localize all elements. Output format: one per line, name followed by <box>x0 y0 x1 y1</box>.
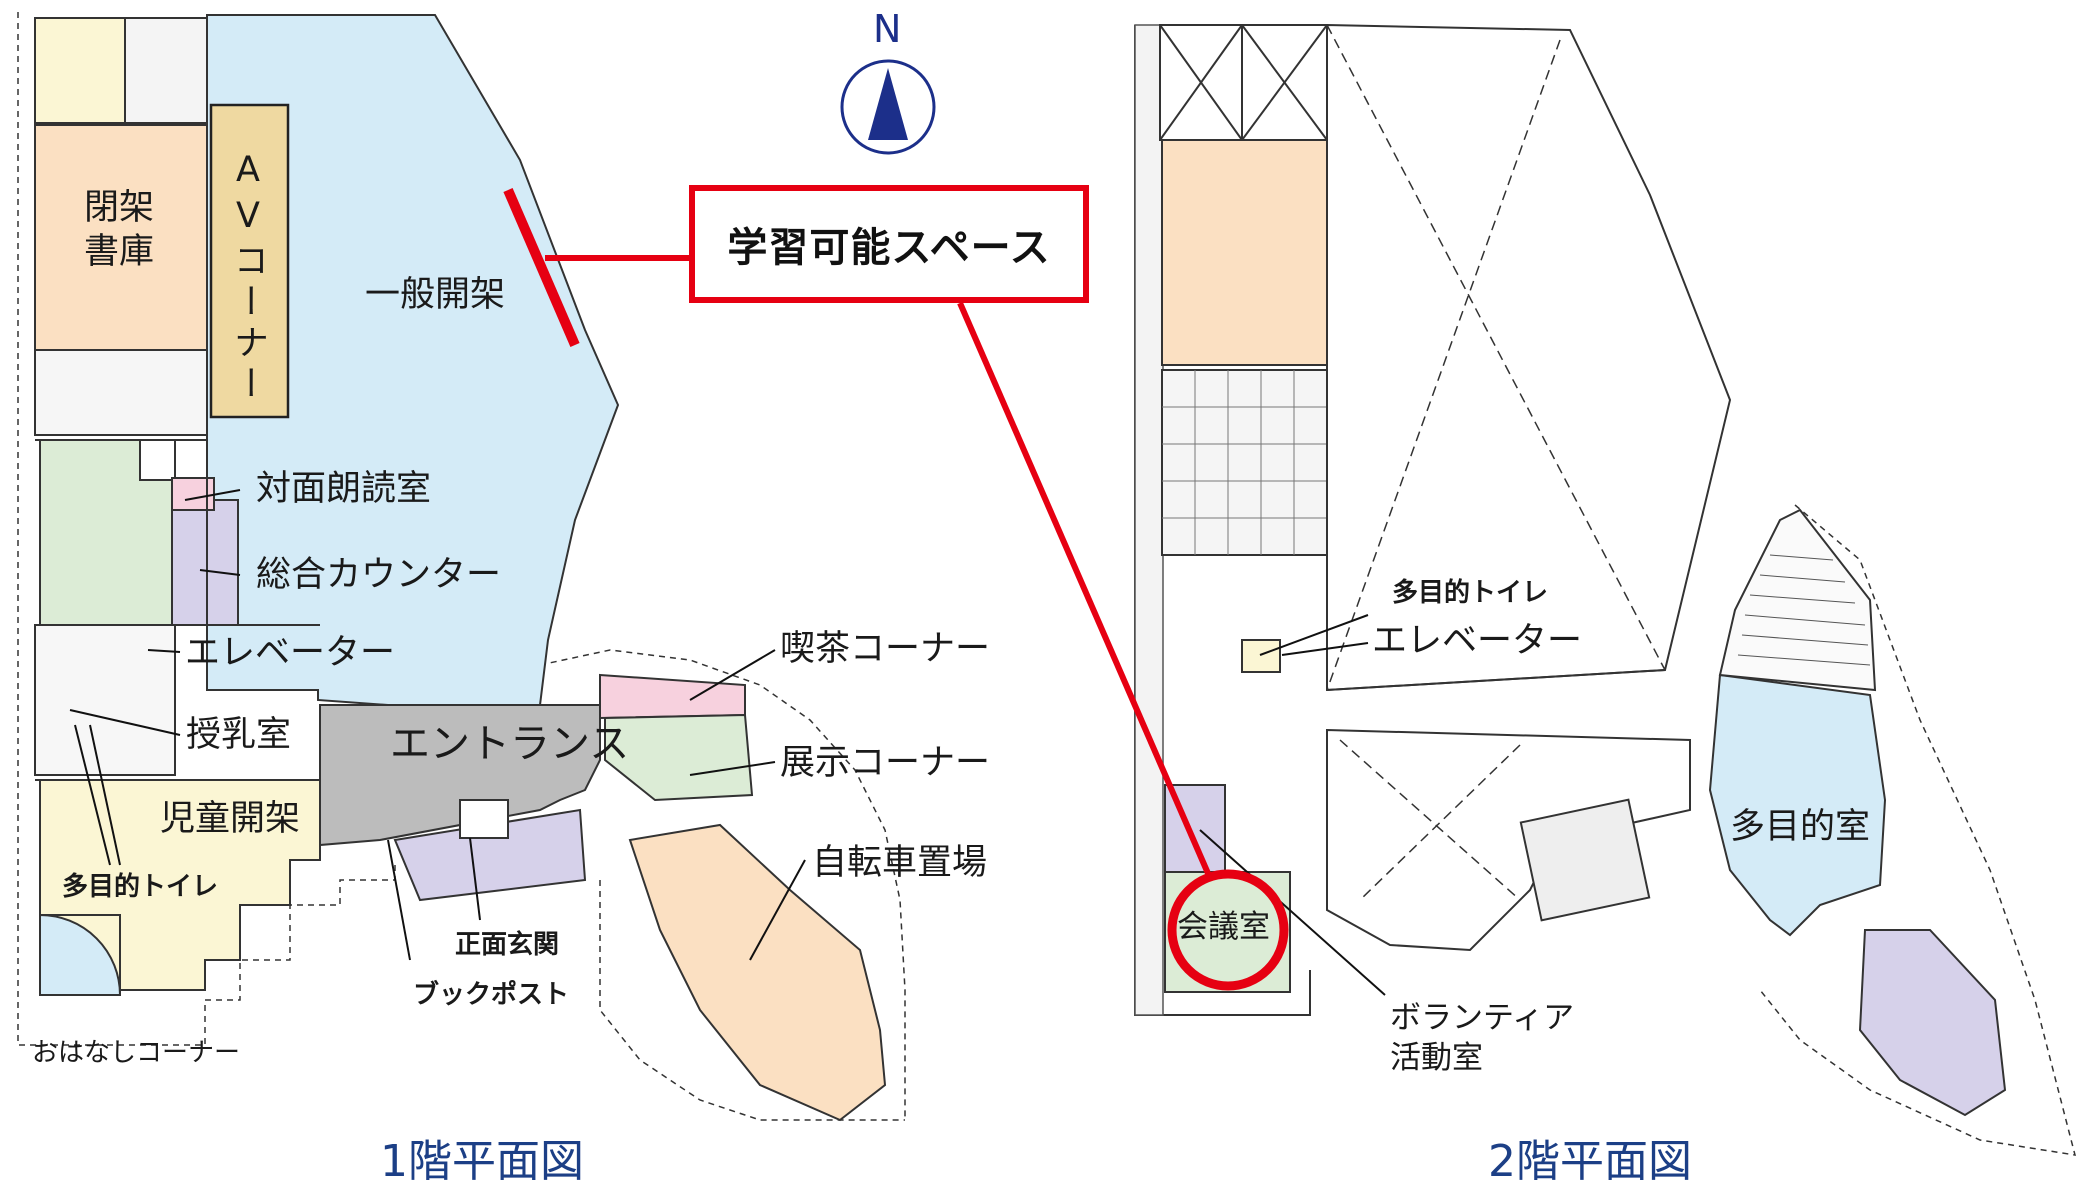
floor2-title: 2階平面図 <box>1488 1136 1692 1187</box>
label-reading-room: 対面朗読室 <box>256 469 432 509</box>
f2-lower-purple-room <box>1858 929 2007 1117</box>
f2-elevator <box>1241 639 1281 673</box>
label-main-counter: 総合カウンター <box>256 555 502 595</box>
label-f1-elevator: エレベーター <box>185 633 396 673</box>
label-closed-stacks: 閉架 書庫 <box>84 188 155 272</box>
label-storytelling-corner: おはなしコーナー <box>32 1038 241 1068</box>
label-nursing-room: 授乳室 <box>186 715 292 755</box>
label-meeting-room: 会議室 <box>1177 909 1270 945</box>
f1-entrance <box>319 704 601 847</box>
floor1-plan <box>17 12 906 1122</box>
study-space-highlight <box>503 188 1289 991</box>
label-f2-elevator: エレベーター <box>1372 621 1583 661</box>
label-general-stacks: 一般開架 <box>365 275 506 315</box>
label-multipurpose-room: 多目的室 <box>1730 807 1871 847</box>
f1-general-stacks-area <box>206 14 620 706</box>
study-space-marker-f1 <box>503 188 580 347</box>
label-exhibition-corner: 展示コーナー <box>780 743 991 783</box>
floor1-title: 1階平面図 <box>380 1136 584 1187</box>
f1-exhibition-corner <box>604 713 754 802</box>
label-av-corner: AVコーナー <box>228 150 268 406</box>
study-space-marker-f2 <box>1167 869 1289 991</box>
label-entrance: エントランス <box>390 721 630 767</box>
compass-north-label: N <box>873 7 902 51</box>
label-book-post: ブックポスト <box>413 980 570 1010</box>
f1-main-counter <box>171 499 239 626</box>
floor2-plan <box>1134 23 2077 1156</box>
label-leader-lines <box>69 489 1386 996</box>
f1-bicycle-parking <box>628 823 887 1122</box>
f1-top-left-room <box>34 17 126 124</box>
study-space-callout: 学習可能スペース <box>689 185 1089 303</box>
north-arrow-icon <box>840 59 936 155</box>
f1-closed-stacks <box>34 124 208 351</box>
f2-peach-block <box>1161 139 1328 366</box>
label-volunteer-room: ボランティア 活動室 <box>1390 1000 1575 1076</box>
study-space-label: 学習可能スペース <box>727 225 1051 271</box>
label-childrens-stacks: 児童開架 <box>160 799 301 839</box>
f1-av-corner <box>209 103 290 419</box>
label-main-entrance: 正面玄関 <box>455 930 560 960</box>
f2-multipurpose-room <box>1708 673 1887 937</box>
f1-lobby <box>393 808 587 902</box>
label-cafe-corner: 喫茶コーナー <box>780 629 991 669</box>
label-bicycle-parking: 自転車置場 <box>812 843 988 883</box>
label-f2-multipurpose-toilet: 多目的トイレ <box>1392 578 1549 608</box>
label-f1-multipurpose-toilet: 多目的トイレ <box>62 872 219 902</box>
